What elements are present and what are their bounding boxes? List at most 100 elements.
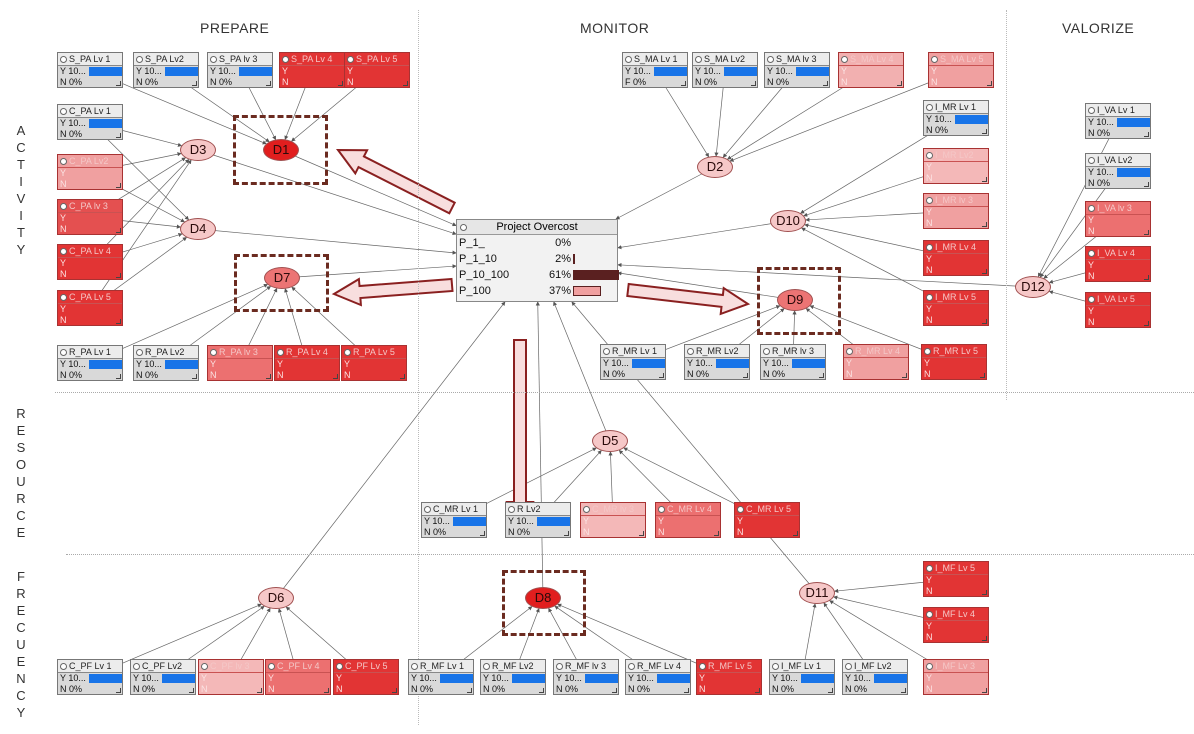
node-state-label: Y — [282, 66, 289, 76]
resize-corner-icon — [116, 273, 121, 278]
ellipse-d5[interactable]: D5 — [592, 430, 628, 452]
ellipse-d8[interactable]: D8 — [525, 587, 561, 609]
node-state-label: Y — [1088, 215, 1095, 225]
node-state-label: Y 10... — [60, 118, 86, 128]
node-state-row: N 0% — [58, 370, 122, 380]
node-state-row: F 0% — [623, 77, 687, 87]
node-state-row: Y 10... — [843, 673, 907, 684]
node-state-row: Y 10... — [761, 358, 825, 369]
side-label-letter: T — [17, 157, 25, 172]
ellipse-d7[interactable]: D7 — [264, 267, 300, 289]
probability-bar — [453, 517, 486, 526]
node-state-label: N — [926, 173, 933, 183]
ellipse-d11[interactable]: D11 — [799, 582, 835, 604]
node-state-row: Y 10... — [1086, 117, 1150, 128]
node-state-label: Y — [658, 516, 665, 526]
ellipse-d6[interactable]: D6 — [258, 587, 294, 609]
resize-corner-icon — [539, 688, 544, 693]
ellipse-d1[interactable]: D1 — [263, 139, 299, 161]
overcost-value: 37% — [548, 285, 571, 297]
node-state-row: Y 10... — [134, 359, 198, 370]
node-title: S_PA lv 3 — [208, 53, 272, 66]
ellipse-d12[interactable]: D12 — [1015, 276, 1051, 298]
ellipse-d2[interactable]: D2 — [697, 156, 733, 178]
resize-corner-icon — [324, 688, 329, 693]
node-state-row: N — [924, 586, 988, 596]
side-label-letter: C — [16, 620, 26, 635]
node-state-row: N — [697, 684, 761, 694]
ellipse-d3[interactable]: D3 — [180, 139, 216, 161]
node-title: R_MR Lv 1 — [601, 345, 665, 358]
ellipse-d10[interactable]: D10 — [770, 210, 806, 232]
node-state-row: Y — [1086, 215, 1150, 226]
node-state-row: N 0% — [481, 684, 545, 694]
ellipse-d4[interactable]: D4 — [180, 218, 216, 240]
node-state-label: Y 10... — [767, 66, 793, 76]
ellipse-d9[interactable]: D9 — [777, 289, 813, 311]
side-label-letter: R — [16, 586, 26, 601]
node-state-label: Y — [336, 673, 343, 683]
node-state-row: N 0% — [1086, 178, 1150, 188]
node-state-row: Y — [208, 359, 272, 370]
node-state-label: Y 10... — [845, 673, 871, 683]
